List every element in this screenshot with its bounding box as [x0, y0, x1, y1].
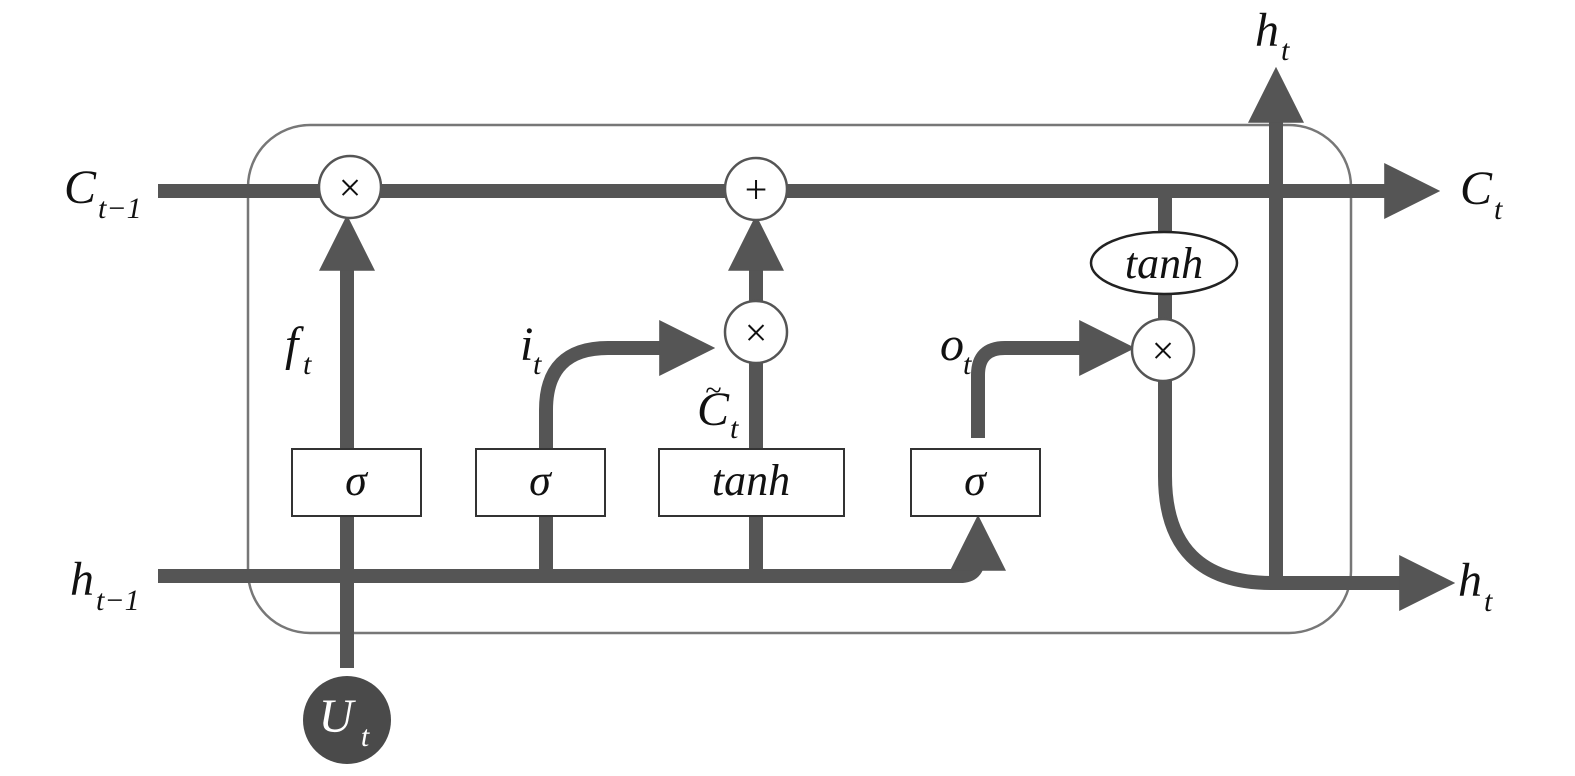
label-h-next-sub: t — [1484, 585, 1493, 618]
label-forget-main: f — [285, 318, 304, 371]
hidden-output-path — [1158, 380, 1456, 611]
label-h-next: h t — [1458, 554, 1493, 618]
label-candidate: ~ C t — [697, 374, 739, 445]
label-c-next: C t — [1460, 162, 1503, 226]
label-c-prev-main: C — [64, 161, 97, 214]
label-output: o t — [940, 318, 972, 381]
output-gate-label: σ — [964, 456, 988, 505]
add-op: + — [723, 156, 789, 222]
label-forget-sub: t — [303, 348, 312, 381]
label-input-main: i — [520, 318, 533, 371]
label-candidate-sub: t — [730, 412, 739, 445]
hidden-input-line — [158, 514, 1006, 583]
label-h-top-main: h — [1255, 4, 1279, 57]
label-h-prev: h t−1 — [70, 553, 140, 617]
add-op-symbol: + — [745, 167, 768, 212]
output-multiply: × — [1130, 317, 1196, 383]
input-multiply-symbol: × — [745, 310, 768, 355]
cell-tanh-label: tanh — [1125, 239, 1203, 288]
label-h-prev-main: h — [70, 553, 94, 606]
label-h-prev-sub: t−1 — [96, 584, 140, 617]
input-node-main: U — [319, 690, 357, 743]
label-candidate-accent: ~ — [705, 374, 721, 407]
label-h-top-sub: t — [1281, 34, 1290, 67]
output-gate: σ — [910, 448, 1041, 517]
label-output-main: o — [940, 318, 964, 371]
input-node-sub: t — [361, 720, 370, 753]
forget-gate: σ — [291, 448, 422, 517]
candidate-gate: tanh — [658, 448, 845, 517]
forget-multiply-symbol: × — [339, 165, 362, 210]
candidate-gate-label: tanh — [712, 456, 790, 505]
output-gate-path — [971, 320, 1136, 438]
label-c-next-sub: t — [1494, 193, 1503, 226]
label-h-top: h t — [1255, 4, 1290, 67]
label-output-sub: t — [963, 348, 972, 381]
input-node: U t — [303, 676, 391, 764]
label-c-prev: C t−1 — [64, 161, 142, 225]
input-gate-path — [539, 320, 716, 576]
label-h-next-main: h — [1458, 554, 1482, 607]
label-input-sub: t — [533, 348, 542, 381]
cell-boundary — [246, 123, 1353, 635]
label-c-next-main: C — [1460, 162, 1493, 215]
forget-multiply: × — [317, 154, 383, 220]
input-gate: σ — [475, 448, 606, 517]
label-input: i t — [520, 318, 542, 381]
output-multiply-symbol: × — [1152, 328, 1175, 373]
input-multiply: × — [723, 299, 789, 365]
label-candidate-main: C — [697, 383, 730, 436]
label-forget: f t — [285, 318, 312, 381]
cell-tanh: tanh — [1089, 230, 1239, 296]
label-c-prev-sub: t−1 — [98, 192, 142, 225]
forget-gate-label: σ — [345, 456, 369, 505]
input-gate-label: σ — [529, 456, 553, 505]
